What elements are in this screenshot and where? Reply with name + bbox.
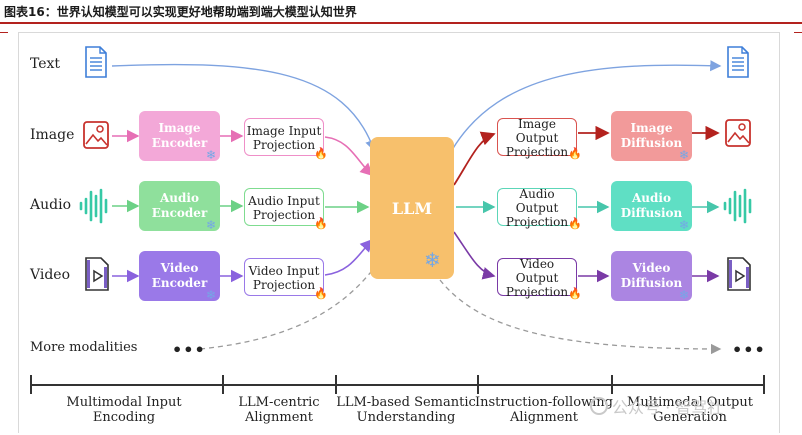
stage-label-line: Encoding: [92, 410, 156, 425]
image-encoder: Image Encoder: [139, 111, 220, 161]
video-output-projection-label-2: Projection: [505, 284, 569, 299]
stage-label-line: LLM-based Semantic: [336, 395, 476, 410]
stage-bracket-tick: [30, 375, 32, 394]
stage-label-input-encoding: Multimodal Input Encoding: [66, 395, 181, 425]
audio-waveform-output-icon: [723, 188, 752, 224]
corner-mark-left: [0, 32, 8, 33]
fire-icon: 🔥: [568, 287, 582, 300]
image-output-projection: Image Output Projection: [497, 116, 577, 159]
stage-bracket-tick: [763, 375, 765, 394]
stage-label-semantic-understanding: LLM-based Semantic Understanding: [336, 395, 476, 425]
audio-input-projection-label-1: Audio Input: [248, 193, 320, 208]
audio-encoder-label-1: Audio: [160, 191, 199, 205]
stage-label-line: Multimodal Input: [66, 395, 182, 410]
audio-output-projection: Audio Output Projection: [497, 186, 577, 229]
stage-bracket-tick: [611, 375, 613, 394]
row-label-more-modalities: More modalities: [30, 340, 138, 355]
image-encoder-label-1: Image: [158, 121, 201, 135]
image-input-projection-label-2: Projection: [252, 137, 316, 152]
audio-waveform-icon: [79, 188, 108, 224]
figure-title: 图表16：世界认知模型可以实现更好地帮助端到端大模型认知世界: [4, 5, 357, 19]
stage-label-llm-alignment: LLM-centric Alignment: [238, 395, 319, 425]
text-document-icon: [85, 46, 107, 78]
snowflake-icon: ❄: [206, 218, 217, 232]
fire-icon: 🔥: [314, 287, 328, 300]
llm-block: LLM: [370, 137, 454, 279]
fire-icon: 🔥: [314, 147, 328, 160]
stage-bracket-line: [30, 384, 764, 386]
stage-bracket-tick: [335, 375, 337, 394]
stage-label-line: Alignment: [244, 410, 314, 425]
image-output-projection-label-1: Image Output: [515, 116, 559, 145]
video-diffusion-label-2: Diffusion: [620, 276, 683, 290]
stage-label-line: Generation: [653, 410, 727, 425]
video-diffusion-label-1: Video: [632, 261, 671, 275]
stage-label-line: Multimodal Output: [627, 395, 753, 410]
stage-label-line: Instruction-following: [474, 395, 614, 410]
audio-input-projection-label-2: Projection: [252, 207, 316, 222]
snowflake-icon: ❄: [206, 288, 217, 302]
video-output-projection: Video Output Projection: [497, 256, 577, 299]
fire-icon: 🔥: [568, 217, 582, 230]
image-diffusion: Image Diffusion: [611, 111, 692, 161]
video-encoder-label-1: Video: [160, 261, 199, 275]
audio-diffusion-label-1: Audio: [632, 191, 671, 205]
image-input-projection-label-1: Image Input: [246, 123, 322, 138]
audio-input-projection: Audio Input Projection: [244, 188, 324, 226]
stage-bracket-tick: [222, 375, 224, 394]
fire-icon: 🔥: [568, 147, 582, 160]
audio-encoder-label-2: Encoder: [151, 206, 208, 220]
snowflake-icon: ❄: [679, 288, 690, 302]
stage-bracket-tick: [477, 375, 479, 394]
stage-label-line: LLM-centric: [238, 395, 320, 410]
snowflake-icon: ❄: [679, 148, 690, 162]
audio-output-projection-label-1: Audio Output: [515, 186, 559, 215]
audio-output-projection-label-2: Projection: [505, 214, 569, 229]
video-input-projection-label-2: Projection: [252, 277, 316, 292]
image-encoder-label-2: Encoder: [151, 136, 208, 150]
image-picture-output-icon: [725, 119, 751, 147]
image-output-projection-label-2: Projection: [505, 144, 569, 159]
row-label-audio: Audio: [30, 197, 71, 213]
watermark: 公众号 · 智驾社: [590, 394, 723, 418]
watermark-text: 公众号 · 智驾社: [612, 398, 724, 417]
row-label-video: Video: [30, 267, 71, 283]
row-label-text: Text: [30, 56, 61, 72]
llm-label: LLM: [391, 198, 433, 218]
video-input-projection-label-1: Video Input: [248, 263, 320, 278]
diagram-frame: [18, 32, 780, 433]
audio-encoder: Audio Encoder: [139, 181, 220, 231]
video-encoder: Video Encoder: [139, 251, 220, 301]
audio-diffusion-label-2: Diffusion: [620, 206, 683, 220]
corner-mark-right: [794, 32, 802, 33]
video-encoder-label-2: Encoder: [151, 276, 208, 290]
video-input-projection: Video Input Projection: [244, 258, 324, 296]
snowflake-icon: ❄: [424, 248, 441, 272]
audio-diffusion: Audio Diffusion: [611, 181, 692, 231]
video-output-projection-label-1: Video Output: [515, 256, 559, 285]
video-file-output-icon: [727, 257, 751, 291]
snowflake-icon: ❄: [206, 148, 217, 162]
image-diffusion-label-2: Diffusion: [620, 136, 683, 150]
stage-label-line: Alignment: [509, 410, 579, 425]
more-output-ellipsis: •••: [732, 340, 766, 359]
stage-label-line: Understanding: [356, 410, 456, 425]
fire-icon: 🔥: [314, 217, 328, 230]
video-file-icon: [85, 257, 109, 291]
image-diffusion-label-1: Image: [630, 121, 673, 135]
stage-label-instruction-alignment: Instruction-following Alignment: [475, 395, 613, 425]
watermark-logo-icon: [590, 397, 608, 415]
stage-label-output-generation: Multimodal Output Generation: [627, 395, 753, 425]
image-picture-icon: [83, 121, 109, 149]
title-rule: [0, 22, 802, 24]
more-input-ellipsis: •••: [172, 340, 206, 359]
text-document-output-icon: [727, 46, 749, 78]
row-label-image: Image: [30, 127, 75, 143]
video-diffusion: Video Diffusion: [611, 251, 692, 301]
image-input-projection: Image Input Projection: [244, 118, 324, 156]
snowflake-icon: ❄: [679, 218, 690, 232]
